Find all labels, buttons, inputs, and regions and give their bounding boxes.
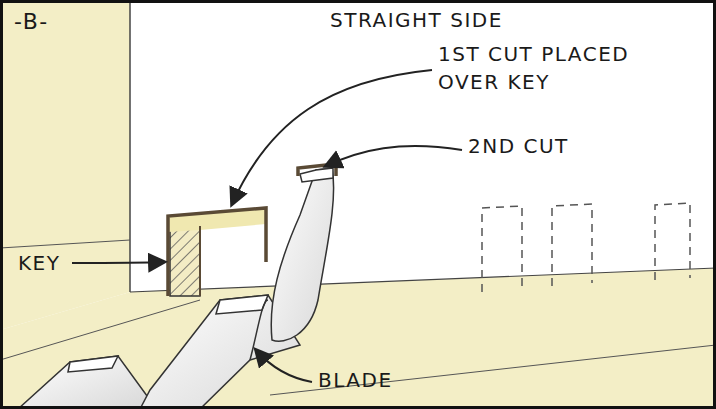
blade-teeth [18,168,334,409]
second-cut [298,164,336,176]
figure-letter: -B- [14,8,49,36]
callout-label: 1ST CUT PLACED OVER KEY [438,40,678,96]
view-title: STRAIGHT SIDE [330,6,503,34]
callout-label: 2ND CUT [468,132,569,160]
part-label: BLADE [318,366,393,394]
leader-lines [72,70,462,382]
first-cut [168,208,266,296]
future-cuts [482,203,690,292]
left-wall [0,0,130,330]
table [0,268,716,409]
part-label: KEY [18,249,60,277]
key [170,226,200,296]
